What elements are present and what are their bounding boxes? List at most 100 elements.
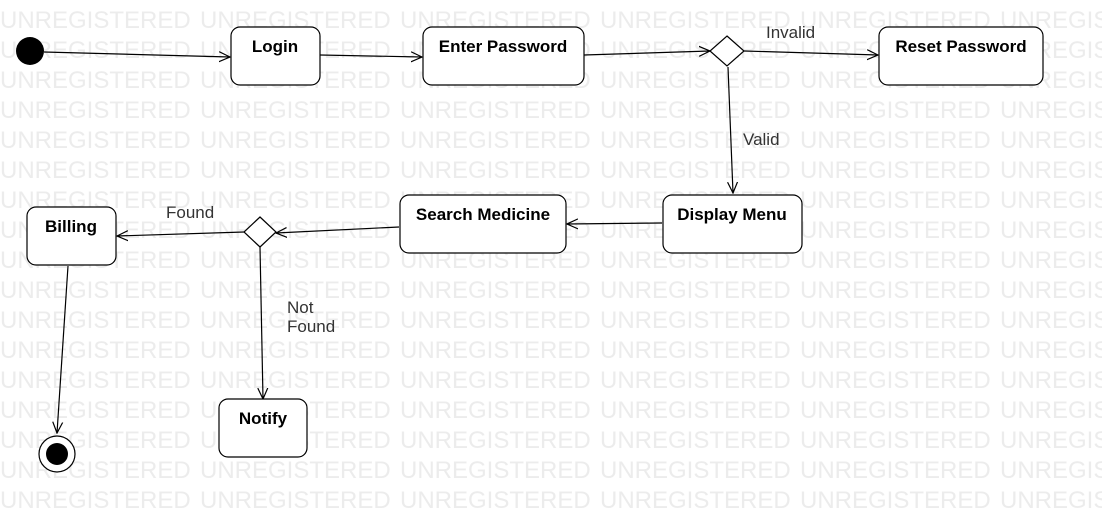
watermark-text: UNREGISTERED <box>0 427 191 454</box>
login-node: Login <box>230 26 321 86</box>
watermark-text: UNREGISTERED <box>200 487 391 514</box>
watermark-text: UNREGISTERED <box>200 307 391 334</box>
watermark-text: UNREGISTERED <box>800 487 991 514</box>
watermark-text: UNREGISTERED <box>1000 367 1102 394</box>
notify-node-label: Notify <box>239 409 288 428</box>
watermark-text: UNREGISTERED <box>400 427 591 454</box>
watermark-text: UNREGISTERED <box>200 127 391 154</box>
watermark-text: UNREGISTERED <box>1000 277 1102 304</box>
edge-billing-to-end <box>57 265 69 433</box>
watermark-text: UNREGISTERED <box>1000 487 1102 514</box>
watermark-text: UNREGISTERED <box>1000 217 1102 244</box>
watermark-text: UNREGISTERED <box>800 97 991 124</box>
watermark-text: UNREGISTERED <box>0 97 191 124</box>
billing-node: Billing <box>26 206 117 266</box>
password-decision-node <box>709 35 745 67</box>
watermark-text: UNREGISTERED <box>0 397 191 424</box>
edge-login-to-enter-password <box>319 55 422 57</box>
watermark-text: UNREGISTERED <box>1000 127 1102 154</box>
watermark-text: UNREGISTERED <box>600 307 791 334</box>
start-node <box>16 37 44 65</box>
watermark-text: UNREGISTERED <box>600 97 791 124</box>
watermark-text: UNREGISTERED <box>400 127 591 154</box>
watermark-text: UNREGISTERED <box>400 457 591 484</box>
watermark-text: UNREGISTERED <box>400 487 591 514</box>
edge-decision-to-display-menu <box>728 66 733 193</box>
watermark-text: UNREGISTERED <box>800 337 991 364</box>
billing-node-label: Billing <box>45 217 97 236</box>
watermark-text: UNREGISTERED <box>0 277 191 304</box>
watermark-text: UNREGISTERED <box>1000 97 1102 124</box>
watermark-text: UNREGISTERED <box>800 307 991 334</box>
watermark-text: UNREGISTERED <box>200 217 391 244</box>
edge-label-not-found-line2: Found <box>287 317 335 336</box>
watermark-text: UNREGISTERED <box>0 487 191 514</box>
watermark-text: UNREGISTERED <box>400 337 591 364</box>
edge-label-invalid: Invalid <box>766 23 815 42</box>
watermark-text: UNREGISTERED <box>600 337 791 364</box>
watermark-text: UNREGISTERED <box>800 427 991 454</box>
watermark-text: UNREGISTERED <box>600 37 791 64</box>
edge-label-not-found-line1: Not <box>287 298 314 317</box>
watermark-text: UNREGISTERED <box>600 127 791 154</box>
watermark-text: UNREGISTERED <box>1000 337 1102 364</box>
watermark-text: UNREGISTERED <box>800 247 991 274</box>
watermark-text: UNREGISTERED <box>600 7 791 34</box>
edge-decision-to-billing <box>117 232 245 236</box>
notify-node: Notify <box>218 398 308 458</box>
watermark-text: UNREGISTERED <box>600 67 791 94</box>
watermark-text: UNREGISTERED <box>600 427 791 454</box>
watermark-text: UNREGISTERED <box>400 367 591 394</box>
watermark-text: UNREGISTERED <box>600 397 791 424</box>
watermark-text: UNREGISTERED <box>800 157 991 184</box>
end-node <box>38 435 76 473</box>
watermark-text: UNREGISTERED <box>800 217 991 244</box>
edge-start-to-login <box>43 52 230 57</box>
edge-decision-to-notify <box>260 246 263 399</box>
watermark-text: UNREGISTERED <box>200 187 391 214</box>
watermark-text: UNREGISTERED <box>400 97 591 124</box>
watermark-text: UNREGISTERED <box>600 277 791 304</box>
watermark-text: UNREGISTERED <box>1000 187 1102 214</box>
watermark-text: UNREGISTERED <box>200 277 391 304</box>
watermark-text: UNREGISTERED <box>0 367 191 394</box>
watermark-text: UNREGISTERED <box>800 457 991 484</box>
watermark-text: UNREGISTERED <box>200 337 391 364</box>
watermark-text: UNREGISTERED <box>1000 157 1102 184</box>
watermark-text: UNREGISTERED <box>0 7 191 34</box>
watermark-text: UNREGISTERED <box>200 247 391 274</box>
watermark-text: UNREGISTERED <box>200 97 391 124</box>
watermark-text: UNREGISTERED <box>600 157 791 184</box>
watermark-text: UNREGISTERED <box>0 337 191 364</box>
edge-decision-to-reset-password <box>743 51 878 55</box>
watermark-text: UNREGISTERED <box>0 67 191 94</box>
watermark-text: UNREGISTERED <box>0 307 191 334</box>
watermark-text: UNREGISTERED <box>400 157 591 184</box>
watermark-text: UNREGISTERED <box>800 187 991 214</box>
search-medicine-node-label: Search Medicine <box>416 205 550 224</box>
watermark-text: UNREGISTERED <box>800 367 991 394</box>
watermark-text: UNREGISTERED <box>1000 397 1102 424</box>
watermark-text: UNREGISTERED <box>0 157 191 184</box>
watermark-text: UNREGISTERED <box>1000 457 1102 484</box>
enter-password-node-label: Enter Password <box>439 37 568 56</box>
watermark-text: UNREGISTERED <box>1000 247 1102 274</box>
edge-label-found: Found <box>166 203 214 222</box>
watermark-text: UNREGISTERED <box>200 157 391 184</box>
watermark-text: UNREGISTERED <box>200 367 391 394</box>
edge-display-menu-to-search-medicine <box>567 223 663 224</box>
watermark-text: UNREGISTERED <box>800 397 991 424</box>
edge-enter-password-to-decision <box>583 51 710 55</box>
watermark-text: UNREGISTERED <box>800 277 991 304</box>
login-node-label: Login <box>252 37 298 56</box>
watermark-text: UNREGISTERED <box>0 457 191 484</box>
watermark-text: UNREGISTERED <box>800 127 991 154</box>
display-menu-node: Display Menu <box>662 194 803 254</box>
reset-password-node: Reset Password <box>878 26 1044 86</box>
edge-label-valid: Valid <box>743 130 780 149</box>
watermark-text: UNREGISTERED <box>600 367 791 394</box>
watermark-text: UNREGISTERED <box>400 307 591 334</box>
watermark-text: UNREGISTERED <box>1000 307 1102 334</box>
watermark-text: UNREGISTERED <box>400 277 591 304</box>
